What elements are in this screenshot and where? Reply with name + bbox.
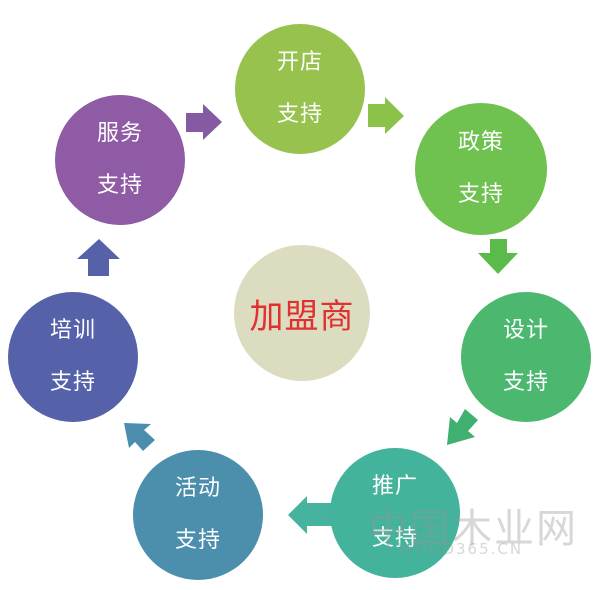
center-node: 加盟商 xyxy=(234,245,370,381)
arrow-5 xyxy=(124,423,155,451)
node-tuiguang: 推广 支持 xyxy=(330,448,460,578)
node-zhengce-line1: 政策 xyxy=(457,130,504,155)
node-peixun-line1: 培训 xyxy=(49,318,96,343)
node-zhengce-line2: 支持 xyxy=(457,182,504,207)
node-kaidian-line1: 开店 xyxy=(276,50,323,75)
arrow-7 xyxy=(186,104,222,140)
arrow-4 xyxy=(288,496,336,534)
watermark-en: WOOD365.CN xyxy=(398,540,524,558)
node-fuwu: 服务 支持 xyxy=(55,95,185,225)
node-fuwu-line2: 支持 xyxy=(96,173,143,198)
node-huodong: 活动 支持 xyxy=(133,450,263,580)
arrow-3 xyxy=(447,409,478,445)
center-label: 加盟商 xyxy=(249,296,355,337)
arrow-2 xyxy=(478,239,518,274)
node-tuiguang-line2: 支持 xyxy=(371,526,418,551)
node-kaidian: 开店 支持 xyxy=(235,24,365,154)
watermark-cn: 中国木业网 xyxy=(368,506,578,552)
node-tuiguang-line1: 推广 xyxy=(371,474,418,499)
node-sheji: 设计 支持 xyxy=(461,292,591,422)
node-peixun-line2: 支持 xyxy=(49,370,96,395)
node-fuwu-line1: 服务 xyxy=(96,121,143,146)
node-sheji-line2: 支持 xyxy=(502,370,549,395)
node-huodong-line2: 支持 xyxy=(174,528,221,553)
arrow-1 xyxy=(368,97,404,134)
arrow-6 xyxy=(77,239,120,276)
node-zhengce: 政策 支持 xyxy=(415,103,547,235)
node-kaidian-line2: 支持 xyxy=(276,102,323,127)
node-sheji-line1: 设计 xyxy=(502,318,549,343)
node-huodong-line1: 活动 xyxy=(174,476,221,501)
node-peixun: 培训 支持 xyxy=(8,292,138,422)
